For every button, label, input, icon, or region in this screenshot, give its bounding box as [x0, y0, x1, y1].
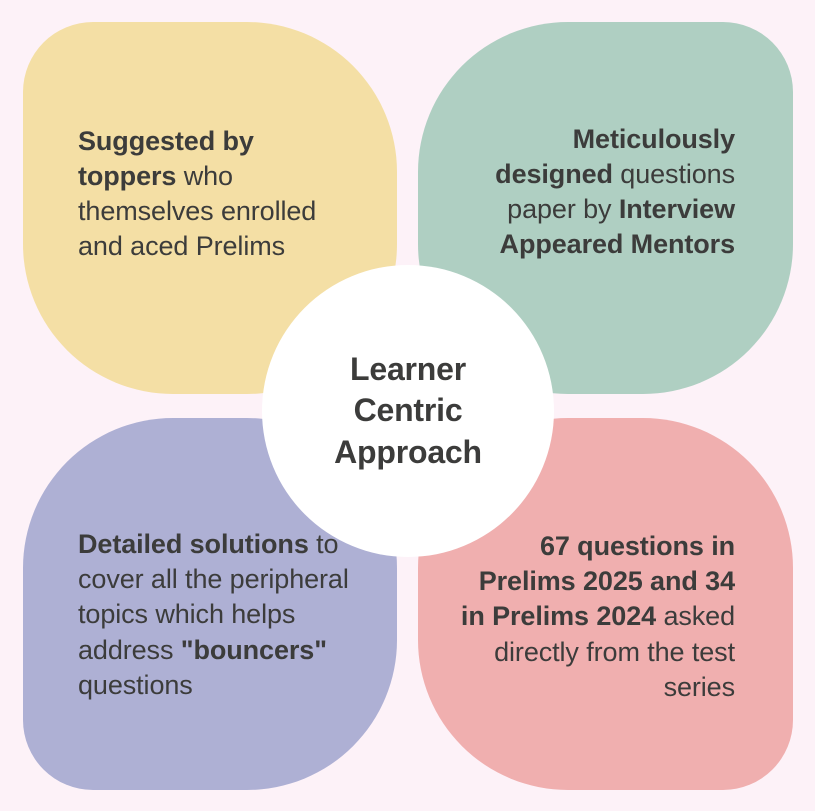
petal-text-questions: 67 questions in Prelims 2025 and 34 in P… — [460, 531, 735, 702]
petal-text-designed: Meticulously designed questions paper by… — [495, 123, 735, 260]
center-title-line-3: Approach — [334, 433, 482, 470]
petal-text-toppers: Suggested by toppers who themselves enro… — [78, 125, 317, 262]
center-title-line-2: Centric — [353, 392, 463, 429]
center-title: Learner Centric Approach — [308, 349, 508, 474]
center-title-line-1: Learner — [350, 350, 466, 387]
petal-card-toppers: Suggested by toppers who themselves enro… — [23, 22, 397, 394]
center-circle-badge: Learner Centric Approach — [262, 265, 554, 557]
petal-text-solutions: Detailed solutions to cover all the peri… — [78, 529, 349, 700]
